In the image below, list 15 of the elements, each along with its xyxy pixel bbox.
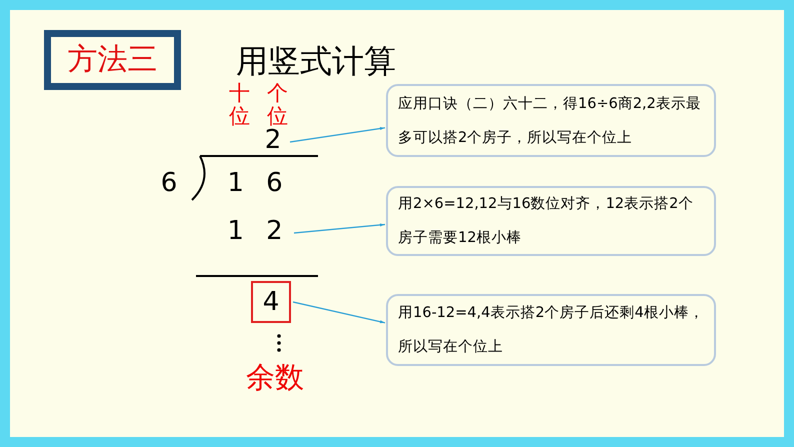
place-label: 个位 — [267, 82, 288, 128]
arrow — [290, 127, 386, 143]
explanation-callout: 应用口诀（二）六十二，得16÷6商2,2表示最多可以搭2个房子，所以写在个位上 — [386, 84, 716, 157]
arrow — [292, 301, 386, 324]
digit-text: 1 2 — [218, 214, 292, 248]
digit-text: 6 — [160, 167, 178, 200]
remainder-label: 余数 — [246, 359, 304, 396]
place-label: 十位 — [229, 82, 250, 128]
explanation-callout: 用2×6=12,12与16数位对齐，12表示搭2个房子需要12根小棒 — [386, 186, 716, 256]
method-label-box: 方法三 — [44, 30, 181, 90]
remainder-box: 4 — [251, 281, 291, 323]
arrow — [294, 223, 386, 234]
title-text: 用竖式计算 — [236, 41, 396, 82]
digit-text: 1 6 — [226, 167, 284, 200]
explanation-callout: 用16-12=4,4表示搭2个房子后还剩4根小棒，所以写在个位上 — [386, 294, 716, 366]
